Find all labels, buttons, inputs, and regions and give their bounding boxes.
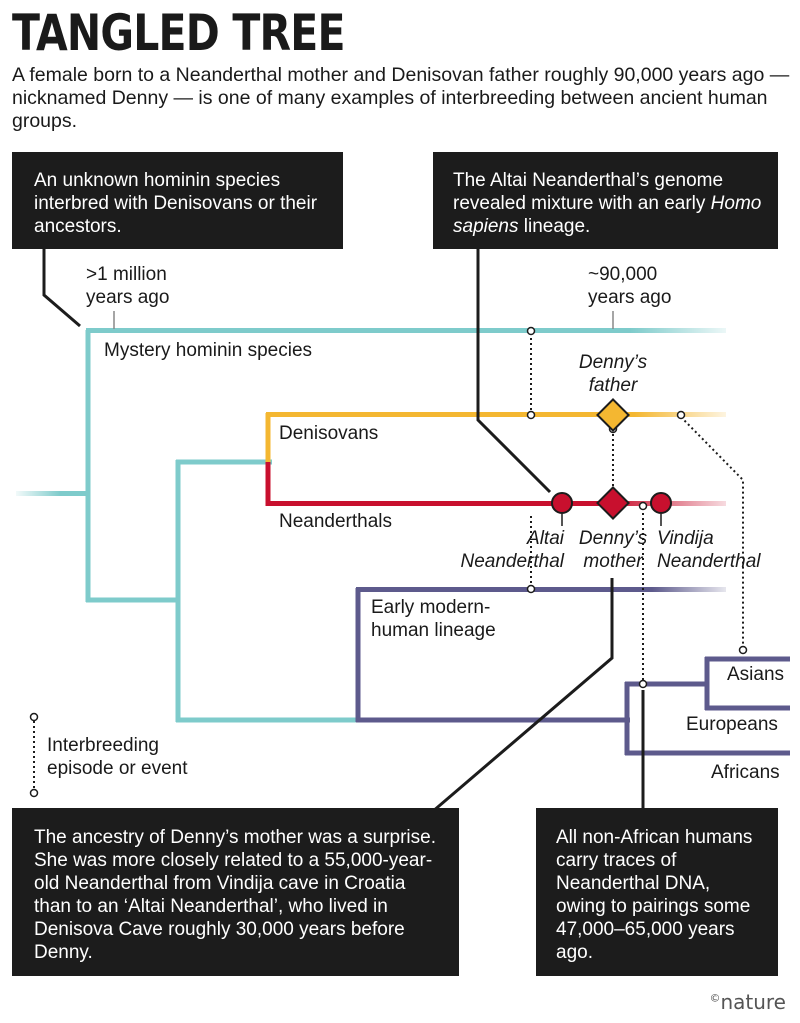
- altai-text: The Altai Neanderthal’s genome revealed …: [453, 170, 762, 237]
- neanderthals-label: Neanderthals: [279, 511, 393, 532]
- neanderthal-branch: [265, 462, 726, 506]
- europeans-label: Europeans: [686, 714, 778, 735]
- africans-label: Africans: [711, 762, 780, 783]
- ninety-thousand-label: ~90,000 years ago: [588, 264, 672, 308]
- dennys-mother-marker: [596, 486, 630, 520]
- dennys-mother-text: The ancestry of Denny’s mother was a sur…: [34, 827, 436, 963]
- dennys-mother-label: Denny’s mother: [578, 528, 648, 572]
- non-african-callout: All non-African humans carry traces of N…: [536, 808, 778, 976]
- vindija-neanderthal-label: Vindija Neanderthal: [657, 528, 761, 572]
- early-modern-label: Early modern- human lineage: [371, 597, 496, 641]
- mystery-hominin-branch: [16, 328, 726, 723]
- non-african-text: All non-African humans carry traces of N…: [556, 827, 753, 963]
- altai-neanderthal-label: Altai Neanderthal: [460, 528, 564, 572]
- vindija-neanderthal-marker: [650, 492, 672, 514]
- denisovans-label: Denisovans: [279, 423, 379, 444]
- dennys-mother-leader: [431, 578, 614, 814]
- asians-label: Asians: [727, 664, 785, 685]
- page-title: TANGLED TREE: [12, 4, 345, 62]
- dennys-mother-callout: The ancestry of Denny’s mother was a sur…: [12, 808, 459, 976]
- unknown-hominin-text: An unknown hominin species interbred wit…: [34, 170, 318, 237]
- altai-leader: [476, 248, 552, 494]
- nature-credit: ©nature: [709, 990, 786, 1014]
- modern-human-branch: [355, 587, 790, 756]
- mystery-hominin-label: Mystery hominin species: [104, 340, 313, 361]
- unknown-hominin-callout: An unknown hominin species interbred wit…: [12, 152, 343, 249]
- dennys-father-marker: [596, 398, 630, 432]
- altai-callout: The Altai Neanderthal’s genome revealed …: [433, 152, 778, 249]
- page-subtitle: A female born to a Neanderthal mother an…: [12, 64, 790, 132]
- denisovan-branch: [265, 412, 726, 464]
- unknown-hominin-leader: [42, 248, 81, 328]
- altai-neanderthal-marker: [551, 492, 573, 514]
- interbreeding-links: [33, 333, 744, 790]
- million-years-label: >1 million years ago: [86, 264, 170, 308]
- dennys-father-label: Denny’s father: [578, 352, 648, 396]
- copyright-icon: ©: [709, 991, 721, 1005]
- legend-label: Interbreeding episode or event: [47, 735, 188, 779]
